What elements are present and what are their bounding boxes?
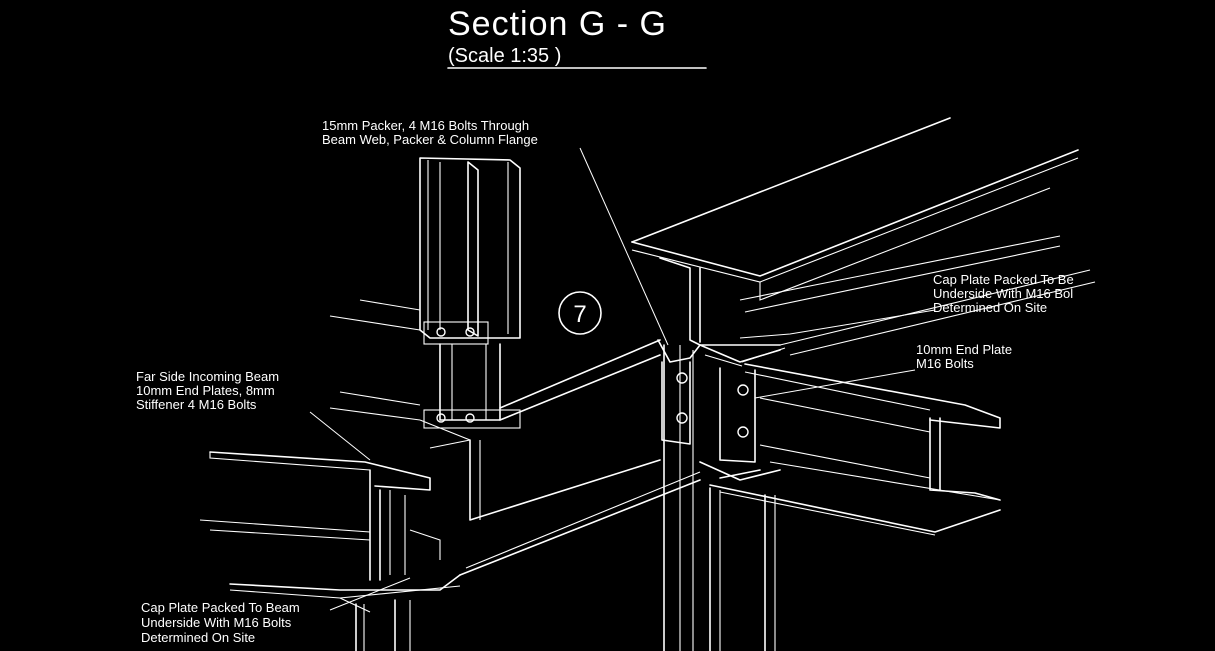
svg-text:Far Side Incoming Beam: Far Side Incoming Beam [136, 369, 279, 384]
svg-text:Cap Plate Packed To Be: Cap Plate Packed To Be [933, 272, 1074, 287]
leader-cap-plate-right [739, 309, 936, 339]
left-column-upper [419, 157, 521, 345]
drawing-scale: (Scale 1:35 ) [448, 45, 561, 67]
grid-marker-circle [558, 291, 602, 335]
svg-text:Determined On Site: Determined On Site [141, 630, 255, 645]
svg-text:10mm End Plate: 10mm End Plate [916, 342, 1012, 357]
left-column-lower [423, 343, 521, 429]
left-diagonal-beam [329, 299, 701, 576]
svg-text:M16 Bolts: M16 Bolts [916, 356, 974, 371]
note-far-side-beam: Far Side Incoming Beam 10mm End Plates, … [136, 369, 279, 412]
centre-connection [657, 339, 786, 481]
note-cap-plate-left: Cap Plate Packed To Beam Underside With … [141, 600, 300, 645]
svg-text:Underside With M16 Bol: Underside With M16 Bol [933, 286, 1073, 301]
svg-text:Beam Web, Packer & Column Flan: Beam Web, Packer & Column Flange [322, 132, 538, 147]
leader-packer-bolts [579, 147, 669, 346]
back-beam-upper [631, 117, 1079, 346]
drawing-title: Section G - G [448, 5, 667, 43]
grid-marker-label: 7 [573, 301, 586, 328]
leader-far-side-beam [309, 411, 371, 461]
main-column-lower [355, 599, 411, 651]
svg-text:Determined On Site: Determined On Site [933, 300, 1047, 315]
note-packer-bolts: 15mm Packer, 4 M16 Bolts Through Beam We… [322, 118, 538, 147]
right-front-beam [709, 363, 1001, 536]
centre-column [663, 344, 776, 651]
back-beam-lower [779, 269, 1096, 356]
note-end-plate: 10mm End Plate M16 Bolts [916, 342, 1012, 371]
svg-text:Cap Plate Packed To Beam: Cap Plate Packed To Beam [141, 600, 300, 615]
note-cap-plate-right: Cap Plate Packed To Be Underside With M1… [933, 272, 1074, 315]
leader-cap-plate-left [329, 577, 411, 611]
svg-text:15mm Packer, 4 M16 Bolts Throu: 15mm Packer, 4 M16 Bolts Through [322, 118, 529, 133]
svg-text:10mm End Plates, 8mm: 10mm End Plates, 8mm [136, 383, 275, 398]
svg-text:Underside With M16 Bolts: Underside With M16 Bolts [141, 615, 292, 630]
svg-text:Stiffener 4 M16 Bolts: Stiffener 4 M16 Bolts [136, 397, 257, 412]
leader-end-plate [754, 369, 916, 399]
left-front-beam [199, 451, 461, 613]
